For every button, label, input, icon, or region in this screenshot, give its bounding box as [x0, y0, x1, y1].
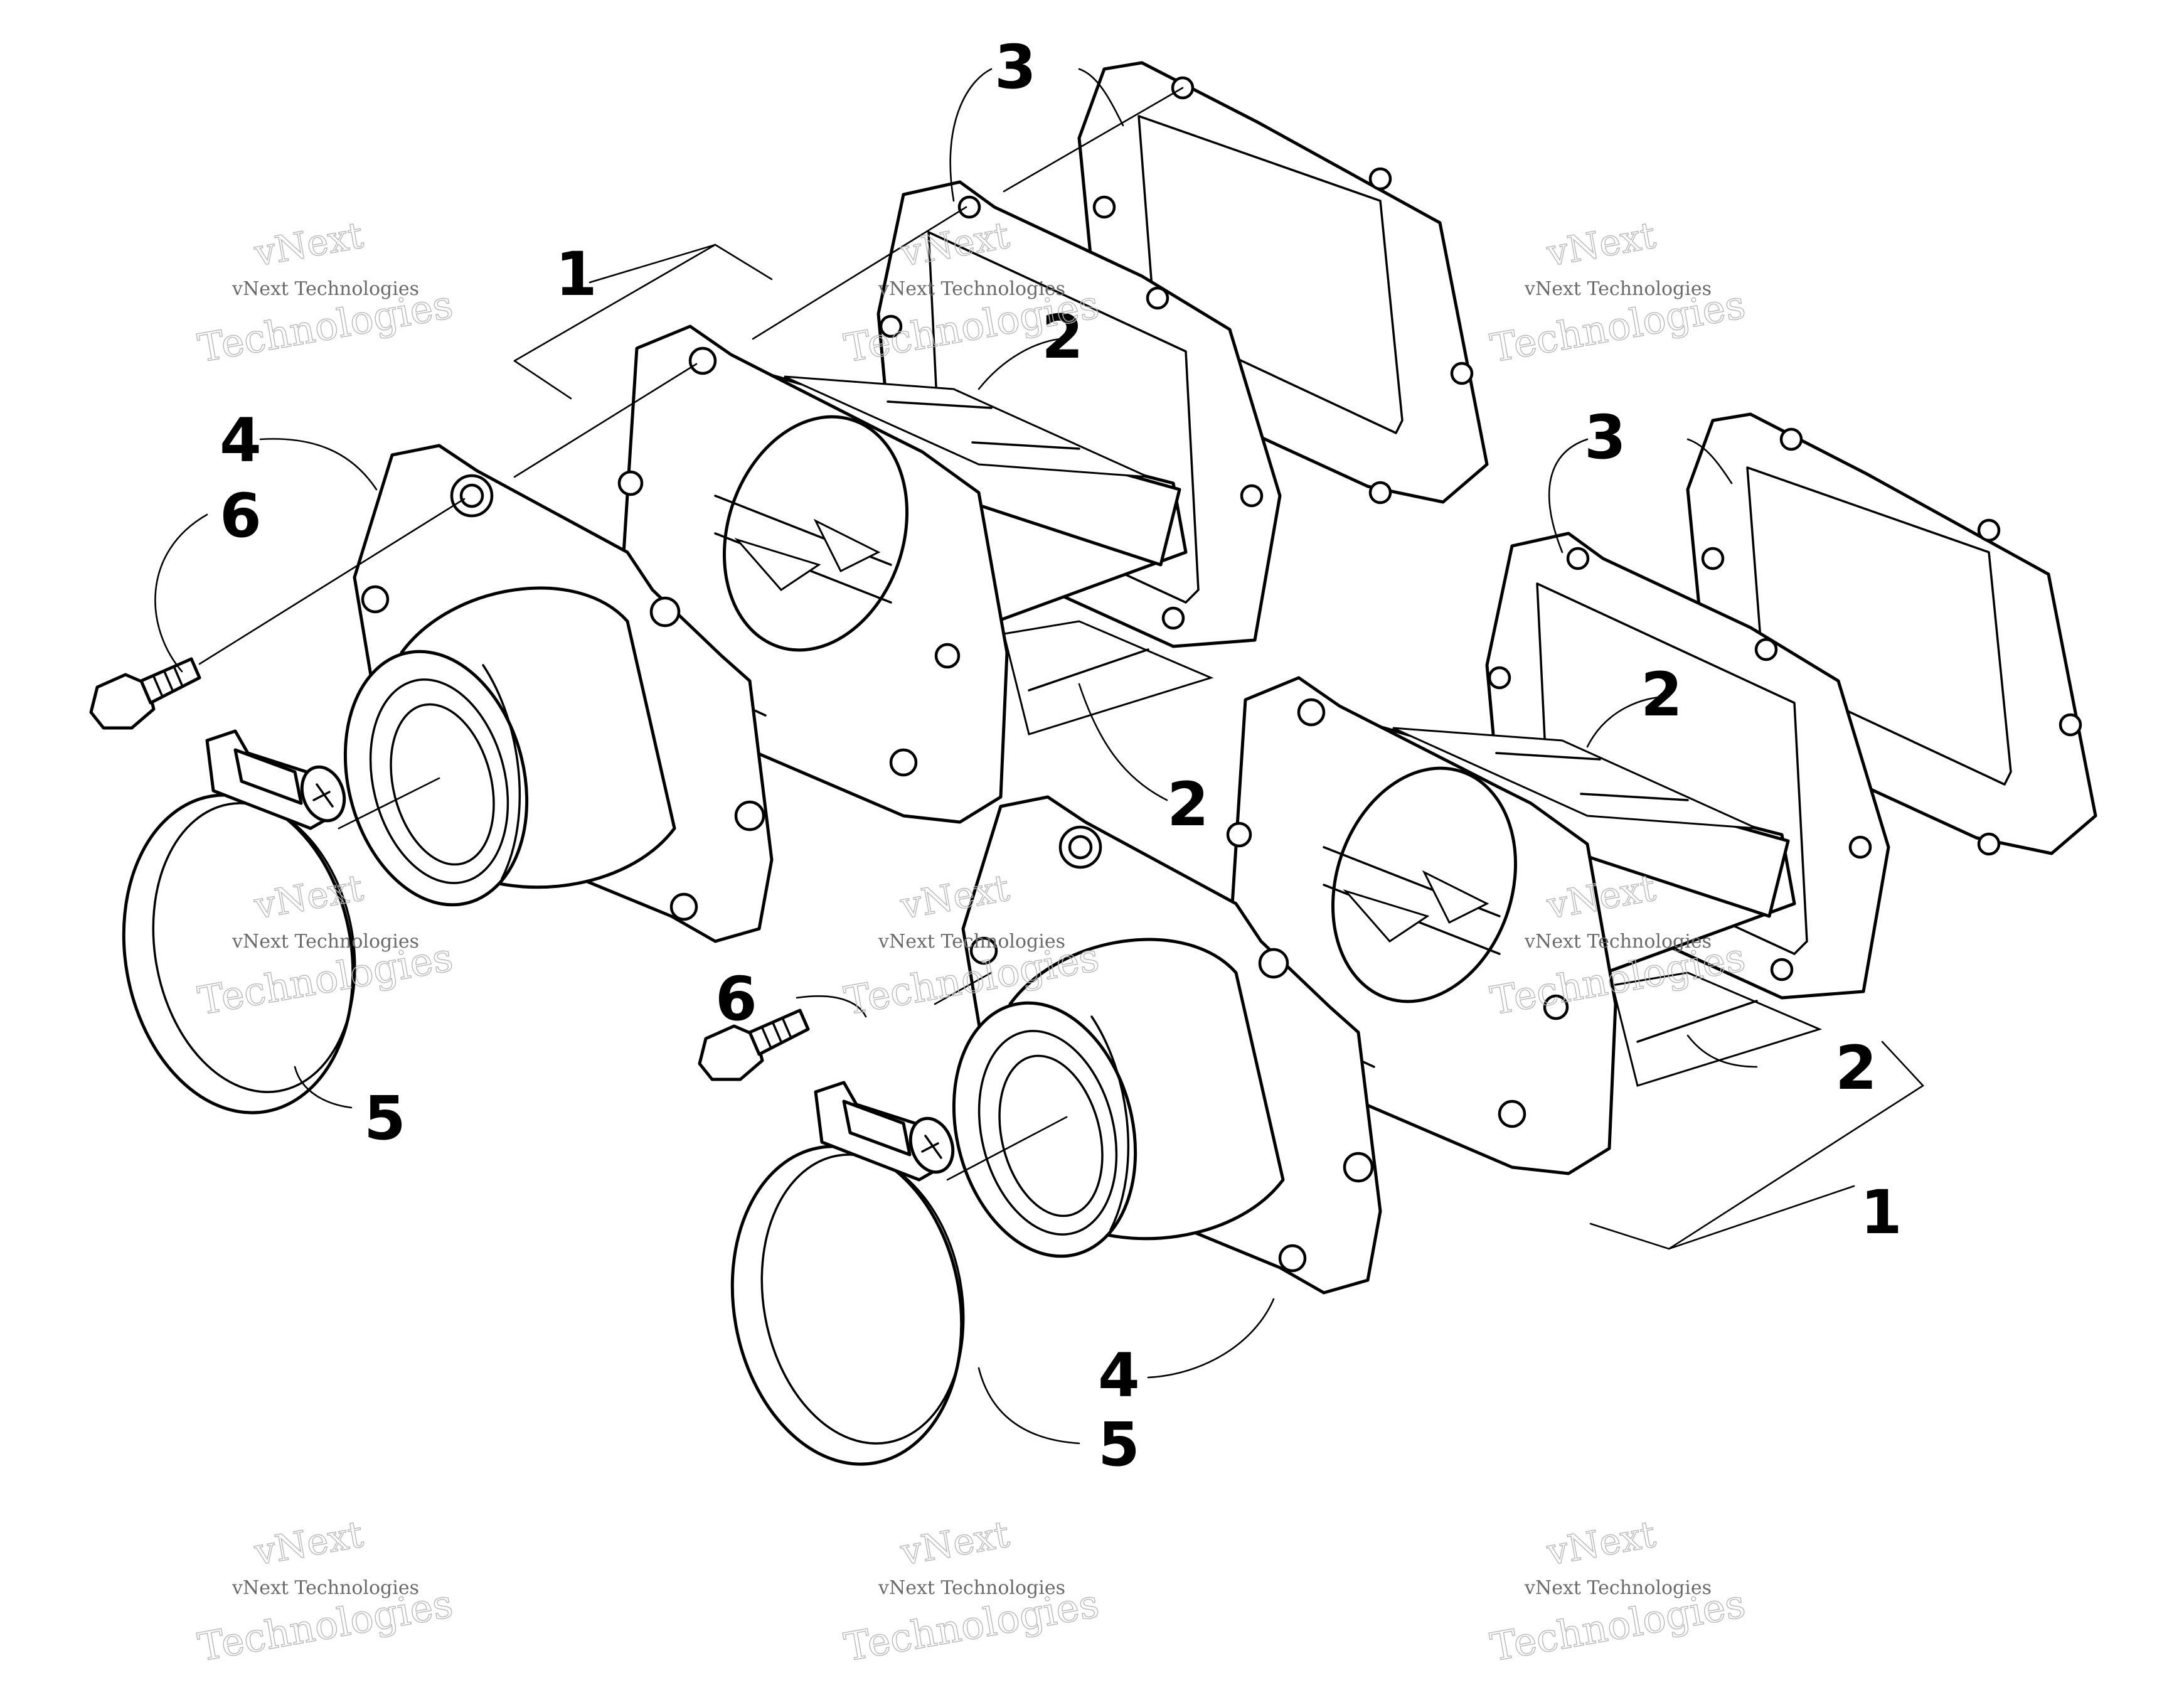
callout-2-lower-top: 2 — [1641, 660, 1683, 730]
svg-text:vNext: vNext — [1543, 1512, 1659, 1573]
callout-3-upper: 3 — [994, 32, 1036, 102]
callout-labels: 1 2 2 3 4 6 5 3 2 2 1 6 4 5 — [220, 32, 1902, 1480]
svg-text:vNext Technologies: vNext Technologies — [878, 931, 1065, 953]
svg-text:vNext: vNext — [897, 1512, 1013, 1573]
svg-text:vNext Technologies: vNext Technologies — [1524, 1577, 1712, 1599]
callout-3-lower: 3 — [1584, 402, 1626, 473]
watermark-tile-1: vNext vNext Technologies Technologies — [194, 213, 457, 372]
watermark-tile-7: vNext vNext Technologies Technologies — [194, 1512, 457, 1671]
callout-2-upper-bottom: 2 — [1167, 769, 1209, 840]
svg-text:vNext Technologies: vNext Technologies — [232, 931, 419, 953]
callout-1-upper: 1 — [555, 239, 597, 309]
svg-text:vNext: vNext — [251, 1512, 366, 1573]
svg-text:vNext Technologies: vNext Technologies — [1524, 931, 1712, 953]
svg-text:vNext Technologies: vNext Technologies — [232, 1577, 419, 1599]
watermark-tile-9: vNext vNext Technologies Technologies — [1487, 1512, 1749, 1671]
callout-5-lower: 5 — [1098, 1409, 1140, 1480]
watermark-tile-8: vNext vNext Technologies Technologies — [841, 1512, 1103, 1671]
callout-4-upper: 4 — [220, 405, 262, 476]
svg-text:vNext Technologies: vNext Technologies — [232, 278, 419, 300]
svg-text:vNext: vNext — [251, 213, 366, 274]
svg-text:vNext: vNext — [1543, 213, 1659, 274]
svg-text:vNext Technologies: vNext Technologies — [1524, 278, 1712, 300]
watermark-tile-3: vNext vNext Technologies Technologies — [1487, 213, 1749, 372]
watermark: vNext vNext Technologies Technologies vN… — [194, 213, 1749, 1671]
callout-2-lower-bottom: 2 — [1835, 1033, 1877, 1103]
callout-4-lower: 4 — [1098, 1340, 1140, 1411]
callout-2-upper-top: 2 — [1041, 302, 1084, 372]
callout-6-upper: 6 — [220, 481, 262, 551]
svg-text:vNext Technologies: vNext Technologies — [878, 1577, 1065, 1599]
svg-text:vNext Technologies: vNext Technologies — [878, 278, 1065, 300]
leader-lines — [154, 68, 1925, 1445]
callout-1-lower: 1 — [1860, 1177, 1902, 1248]
callout-5-upper: 5 — [364, 1083, 406, 1153]
callout-6-lower: 6 — [715, 964, 757, 1034]
